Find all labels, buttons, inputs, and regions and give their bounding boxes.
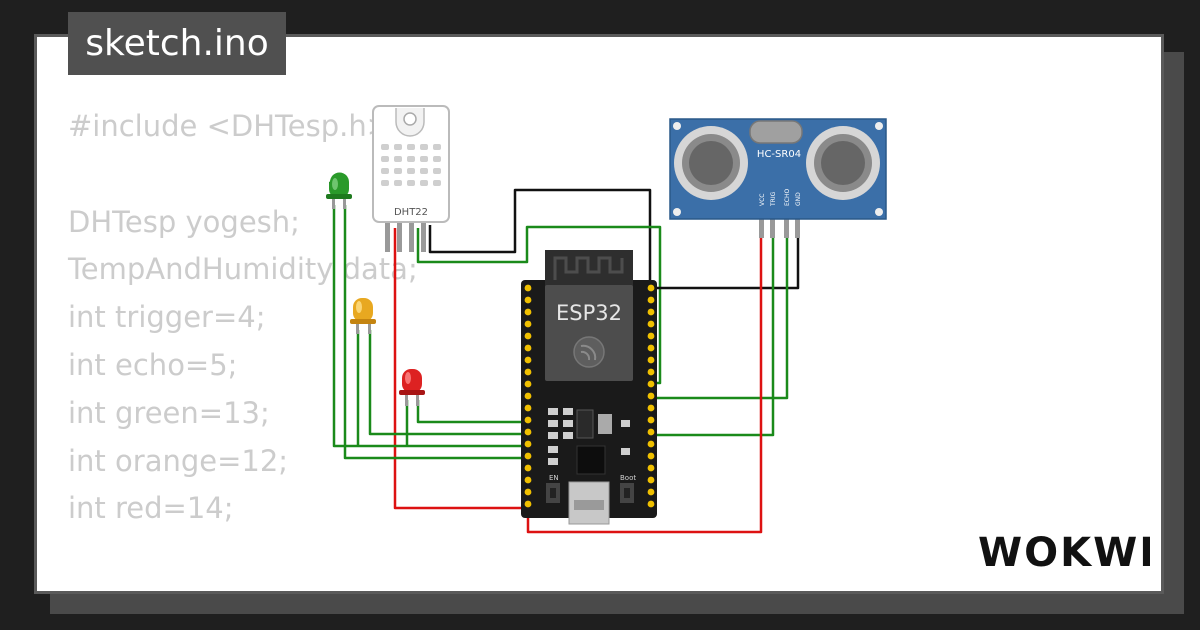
- esp32-pin[interactable]: [647, 296, 655, 304]
- esp32-pin[interactable]: [524, 464, 532, 472]
- wokwi-logo-text: WOKWI: [978, 530, 1150, 574]
- sonar-pin-gnd: GND: [795, 192, 802, 206]
- esp32-pin[interactable]: [647, 320, 655, 328]
- esp32-pin[interactable]: [524, 428, 532, 436]
- sonar-pin-echo: ECHO: [784, 189, 791, 206]
- esp32-pin[interactable]: [524, 452, 532, 460]
- sonar-label: HC-SR04: [757, 149, 801, 160]
- esp32-pin[interactable]: [647, 380, 655, 388]
- esp32-board[interactable]: ESP32 EN Boot: [521, 250, 657, 525]
- esp32-pin[interactable]: [647, 416, 655, 424]
- esp32-pin[interactable]: [647, 404, 655, 412]
- esp32-pin[interactable]: [647, 356, 655, 364]
- wokwi-logo: WOKWI: [978, 530, 1150, 574]
- esp32-pin[interactable]: [647, 440, 655, 448]
- esp32-pin[interactable]: [524, 416, 532, 424]
- wire-sonar-trig: [652, 218, 775, 437]
- esp32-pin[interactable]: [524, 404, 532, 412]
- wire-sonar-echo: [652, 218, 789, 400]
- code-line: int red=14;: [68, 491, 234, 526]
- esp32-pin[interactable]: [647, 308, 655, 316]
- code-line: DHTesp yogesh;: [68, 204, 300, 239]
- hc-sr04-sensor[interactable]: HC-SR04 VCC TRIG ECHO GND: [669, 118, 887, 238]
- code-line: int trigger=4;: [68, 300, 266, 335]
- boot-label: Boot: [620, 474, 636, 482]
- wire-dht-data: [428, 188, 652, 287]
- esp32-pin[interactable]: [647, 488, 655, 496]
- esp32-label: ESP32: [556, 301, 622, 325]
- wire-sonar-gnd: [652, 218, 800, 290]
- code-line: int green=13;: [68, 395, 270, 430]
- esp32-pin[interactable]: [647, 476, 655, 484]
- esp32-pin[interactable]: [524, 500, 532, 508]
- file-tab[interactable]: sketch.ino: [68, 12, 286, 75]
- esp32-pin[interactable]: [524, 440, 532, 448]
- esp32-pin[interactable]: [647, 392, 655, 400]
- esp32-pins-left: [524, 284, 532, 508]
- led-red[interactable]: [399, 369, 425, 406]
- wire-led-green-b: [343, 205, 526, 460]
- esp32-pin[interactable]: [524, 356, 532, 364]
- wire-led-orange-b: [368, 330, 526, 436]
- esp32-pin[interactable]: [647, 500, 655, 508]
- wire-sonar-vcc: [526, 218, 763, 534]
- esp32-pin[interactable]: [647, 344, 655, 352]
- esp32-pin[interactable]: [524, 332, 532, 340]
- wire-dht-red: [393, 228, 526, 510]
- esp32-pin[interactable]: [647, 368, 655, 376]
- esp32-pin[interactable]: [647, 284, 655, 292]
- esp32-pin[interactable]: [524, 320, 532, 328]
- wire-dht-green: [416, 225, 662, 385]
- esp32-pins-right: [647, 284, 655, 508]
- esp32-pin[interactable]: [524, 344, 532, 352]
- led-green[interactable]: [326, 172, 352, 210]
- esp32-pin[interactable]: [524, 308, 532, 316]
- esp32-pin[interactable]: [647, 428, 655, 436]
- code-line: TempAndHumidity data;: [68, 252, 418, 287]
- wire-led-red-b: [416, 400, 526, 424]
- code-line: int orange=12;: [68, 443, 289, 478]
- sonar-pin-vcc: VCC: [759, 194, 766, 206]
- dht-label: DHT22: [394, 207, 428, 218]
- led-orange[interactable]: [350, 298, 376, 334]
- esp32-pin[interactable]: [524, 284, 532, 292]
- wire-led-green-a: [332, 205, 526, 448]
- code-line: int echo=5;: [68, 347, 238, 382]
- esp32-pin[interactable]: [524, 368, 532, 376]
- esp32-pin[interactable]: [524, 380, 532, 388]
- code-line: #include <DHTesp.h>: [68, 109, 392, 143]
- esp32-pin[interactable]: [647, 332, 655, 340]
- dht22-sensor[interactable]: DHT22: [372, 105, 450, 252]
- esp32-pin[interactable]: [647, 452, 655, 460]
- esp32-pin[interactable]: [524, 488, 532, 496]
- esp32-pin[interactable]: [524, 476, 532, 484]
- en-label: EN: [549, 474, 559, 482]
- esp32-pin[interactable]: [524, 296, 532, 304]
- esp32-pin[interactable]: [524, 392, 532, 400]
- sonar-pin-trig: TRIG: [770, 191, 777, 207]
- esp32-pin[interactable]: [647, 464, 655, 472]
- code-preview: #include <DHTesp.h> DHTesp yogesh; TempAnd…: [68, 103, 418, 533]
